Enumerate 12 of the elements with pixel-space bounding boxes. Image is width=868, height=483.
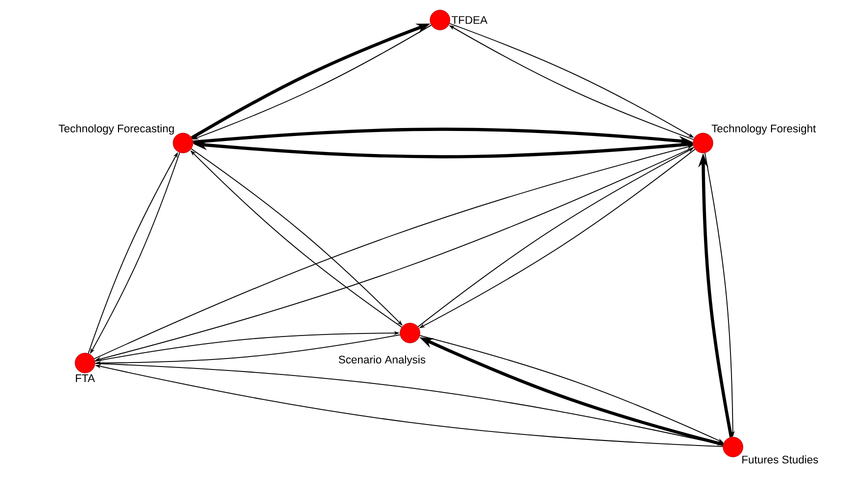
node-label: Technology Foresight bbox=[712, 124, 816, 135]
graph-node: FTA bbox=[74, 352, 96, 383]
node-label: Futures Studies bbox=[742, 455, 818, 464]
node-label: Technology Forecasting bbox=[58, 124, 174, 135]
graph-node: TFDEA bbox=[430, 10, 488, 30]
node-label: TFDEA bbox=[452, 16, 488, 24]
node-label: FTA bbox=[76, 374, 95, 382]
graph-node: Scenario Analysis bbox=[337, 322, 427, 367]
graph-node: Futures Studies bbox=[722, 436, 820, 464]
graph-node: Technology Foresight bbox=[692, 123, 817, 154]
graph-node: Technology Forecasting bbox=[57, 123, 194, 154]
node-label: Scenario Analysis bbox=[338, 355, 426, 366]
